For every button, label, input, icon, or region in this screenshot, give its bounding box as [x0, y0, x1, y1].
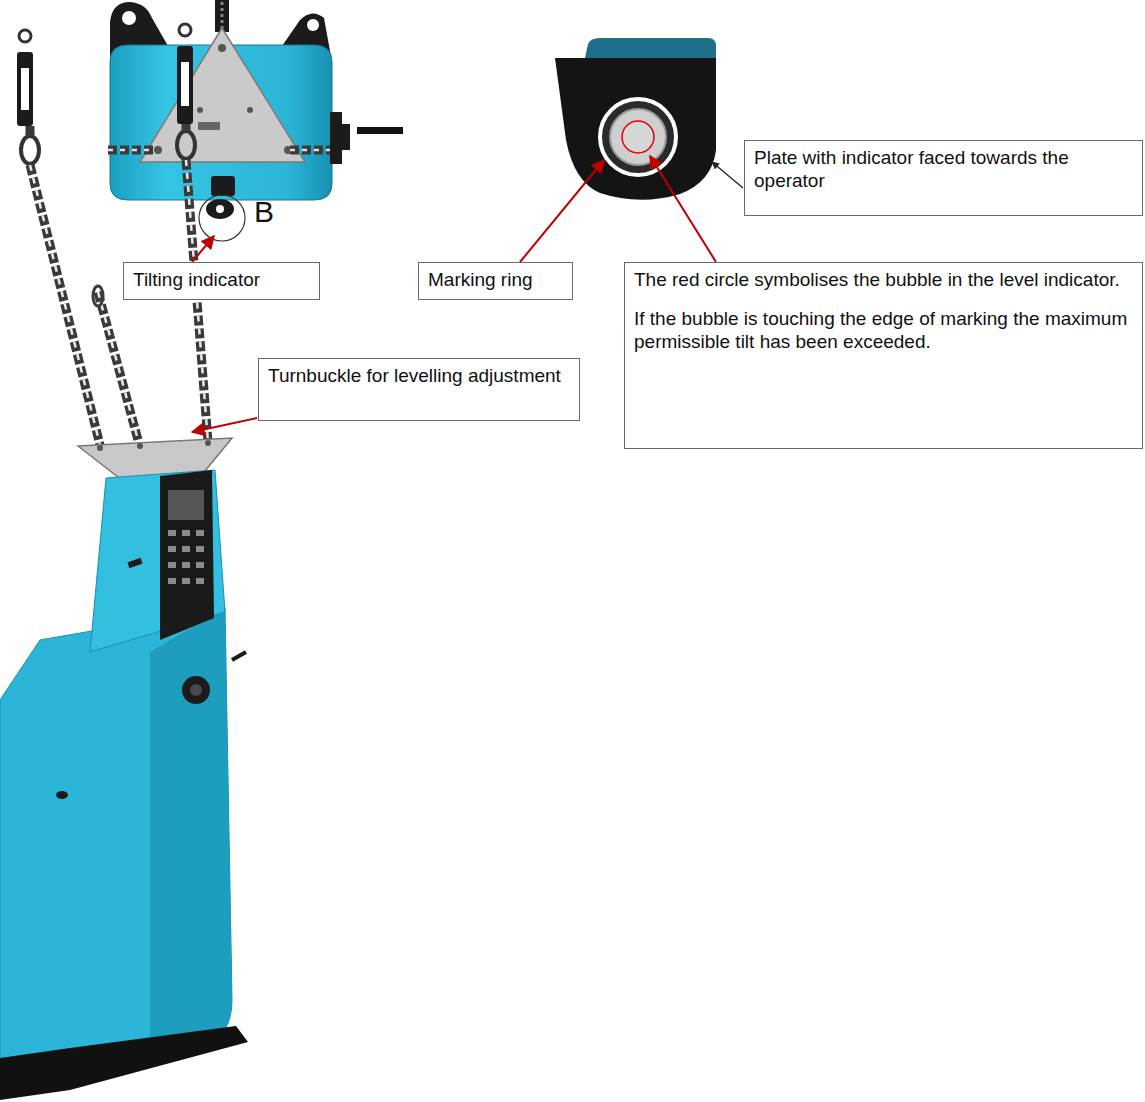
chain-end: [93, 286, 103, 306]
callout-box: Turnbuckle for levelling adjustment: [258, 358, 580, 421]
callout-text: Plate with indicator faced towards the o…: [754, 147, 1134, 193]
detail-letter: B: [254, 197, 274, 227]
turnbuckle: [17, 52, 33, 126]
chain-links: [290, 149, 334, 152]
keypad-keys: [168, 490, 204, 584]
callout-box: Plate with indicator faced towards the o…: [744, 140, 1143, 216]
display: [168, 490, 204, 520]
chain-links: [30, 160, 208, 445]
indicator-top: [585, 38, 716, 60]
knob: [182, 676, 210, 704]
leader-line: [520, 160, 604, 262]
indicator-dot: [216, 205, 224, 213]
callout-box: Marking ring: [418, 262, 573, 300]
plate-bolt: [97, 445, 103, 451]
base-side: [150, 608, 232, 1050]
eye-hole: [122, 11, 136, 25]
key: [182, 578, 190, 584]
callout-box: The red circle symbolises the bubble in …: [624, 262, 1143, 449]
leader-line: [192, 418, 257, 432]
marking-ring: [600, 99, 676, 175]
key: [168, 530, 176, 536]
indicator-plate: [555, 58, 716, 200]
callout-text: If the bubble is touching the edge of ma…: [634, 308, 1134, 354]
turnbuckle-slot: [181, 62, 189, 106]
plate-marking: [198, 122, 220, 130]
key: [168, 546, 176, 552]
hook-eye: [19, 30, 31, 42]
key: [196, 562, 204, 568]
callout-text: Tilting indicator: [133, 269, 311, 292]
keypad-panel: [160, 470, 214, 640]
handle: [330, 112, 342, 164]
key: [196, 546, 204, 552]
plate-bolt: [137, 443, 143, 449]
turnbuckle-slot: [21, 68, 29, 110]
leader-line: [712, 162, 743, 188]
callout-text: Marking ring: [428, 269, 564, 292]
key: [168, 562, 176, 568]
detail-circle: [199, 195, 245, 241]
key: [196, 578, 204, 584]
level-indicator: [555, 38, 716, 200]
callout-box: Tilting indicator: [123, 262, 320, 300]
leader-line: [192, 236, 214, 262]
key: [168, 578, 176, 584]
callout-text: The red circle symbolises the bubble in …: [634, 269, 1134, 292]
base-foot: [0, 1026, 248, 1100]
cable: [232, 652, 246, 660]
key: [182, 562, 190, 568]
chain: [108, 150, 334, 151]
chain-links: [290, 146, 334, 155]
level-glass: [610, 109, 666, 165]
key: [182, 530, 190, 536]
plate-bolt: [154, 146, 162, 154]
top-rod-links: [221, 2, 224, 30]
plate-bolt: [197, 107, 203, 113]
suspended-unit: [0, 24, 248, 1100]
base-housing: [0, 608, 232, 1080]
leader-line: [650, 156, 716, 262]
turnbuckle: [177, 46, 193, 124]
hook-eye: [179, 24, 191, 36]
callout-text: Turnbuckle for levelling adjustment: [268, 365, 571, 388]
swivel: [177, 131, 195, 159]
key: [196, 530, 204, 536]
plate-bolt: [218, 44, 226, 52]
hoist-top-view: [108, 0, 350, 241]
bottom-connector: [211, 176, 235, 196]
plate-bolt: [247, 107, 253, 113]
screw: [56, 791, 68, 799]
tilting-indicator: [206, 199, 234, 219]
triangle-plate: [140, 28, 305, 162]
column: [90, 470, 225, 652]
handle: [342, 124, 350, 150]
key: [182, 546, 190, 552]
swivel: [21, 136, 39, 164]
eye-hole: [307, 19, 319, 31]
bubble: [622, 121, 654, 153]
chain-links: [108, 146, 156, 155]
plate-bolt: [205, 440, 211, 446]
dash-mark: [357, 127, 403, 134]
chain-links: [108, 149, 156, 152]
knob-center: [190, 684, 202, 696]
latch: [127, 558, 142, 568]
